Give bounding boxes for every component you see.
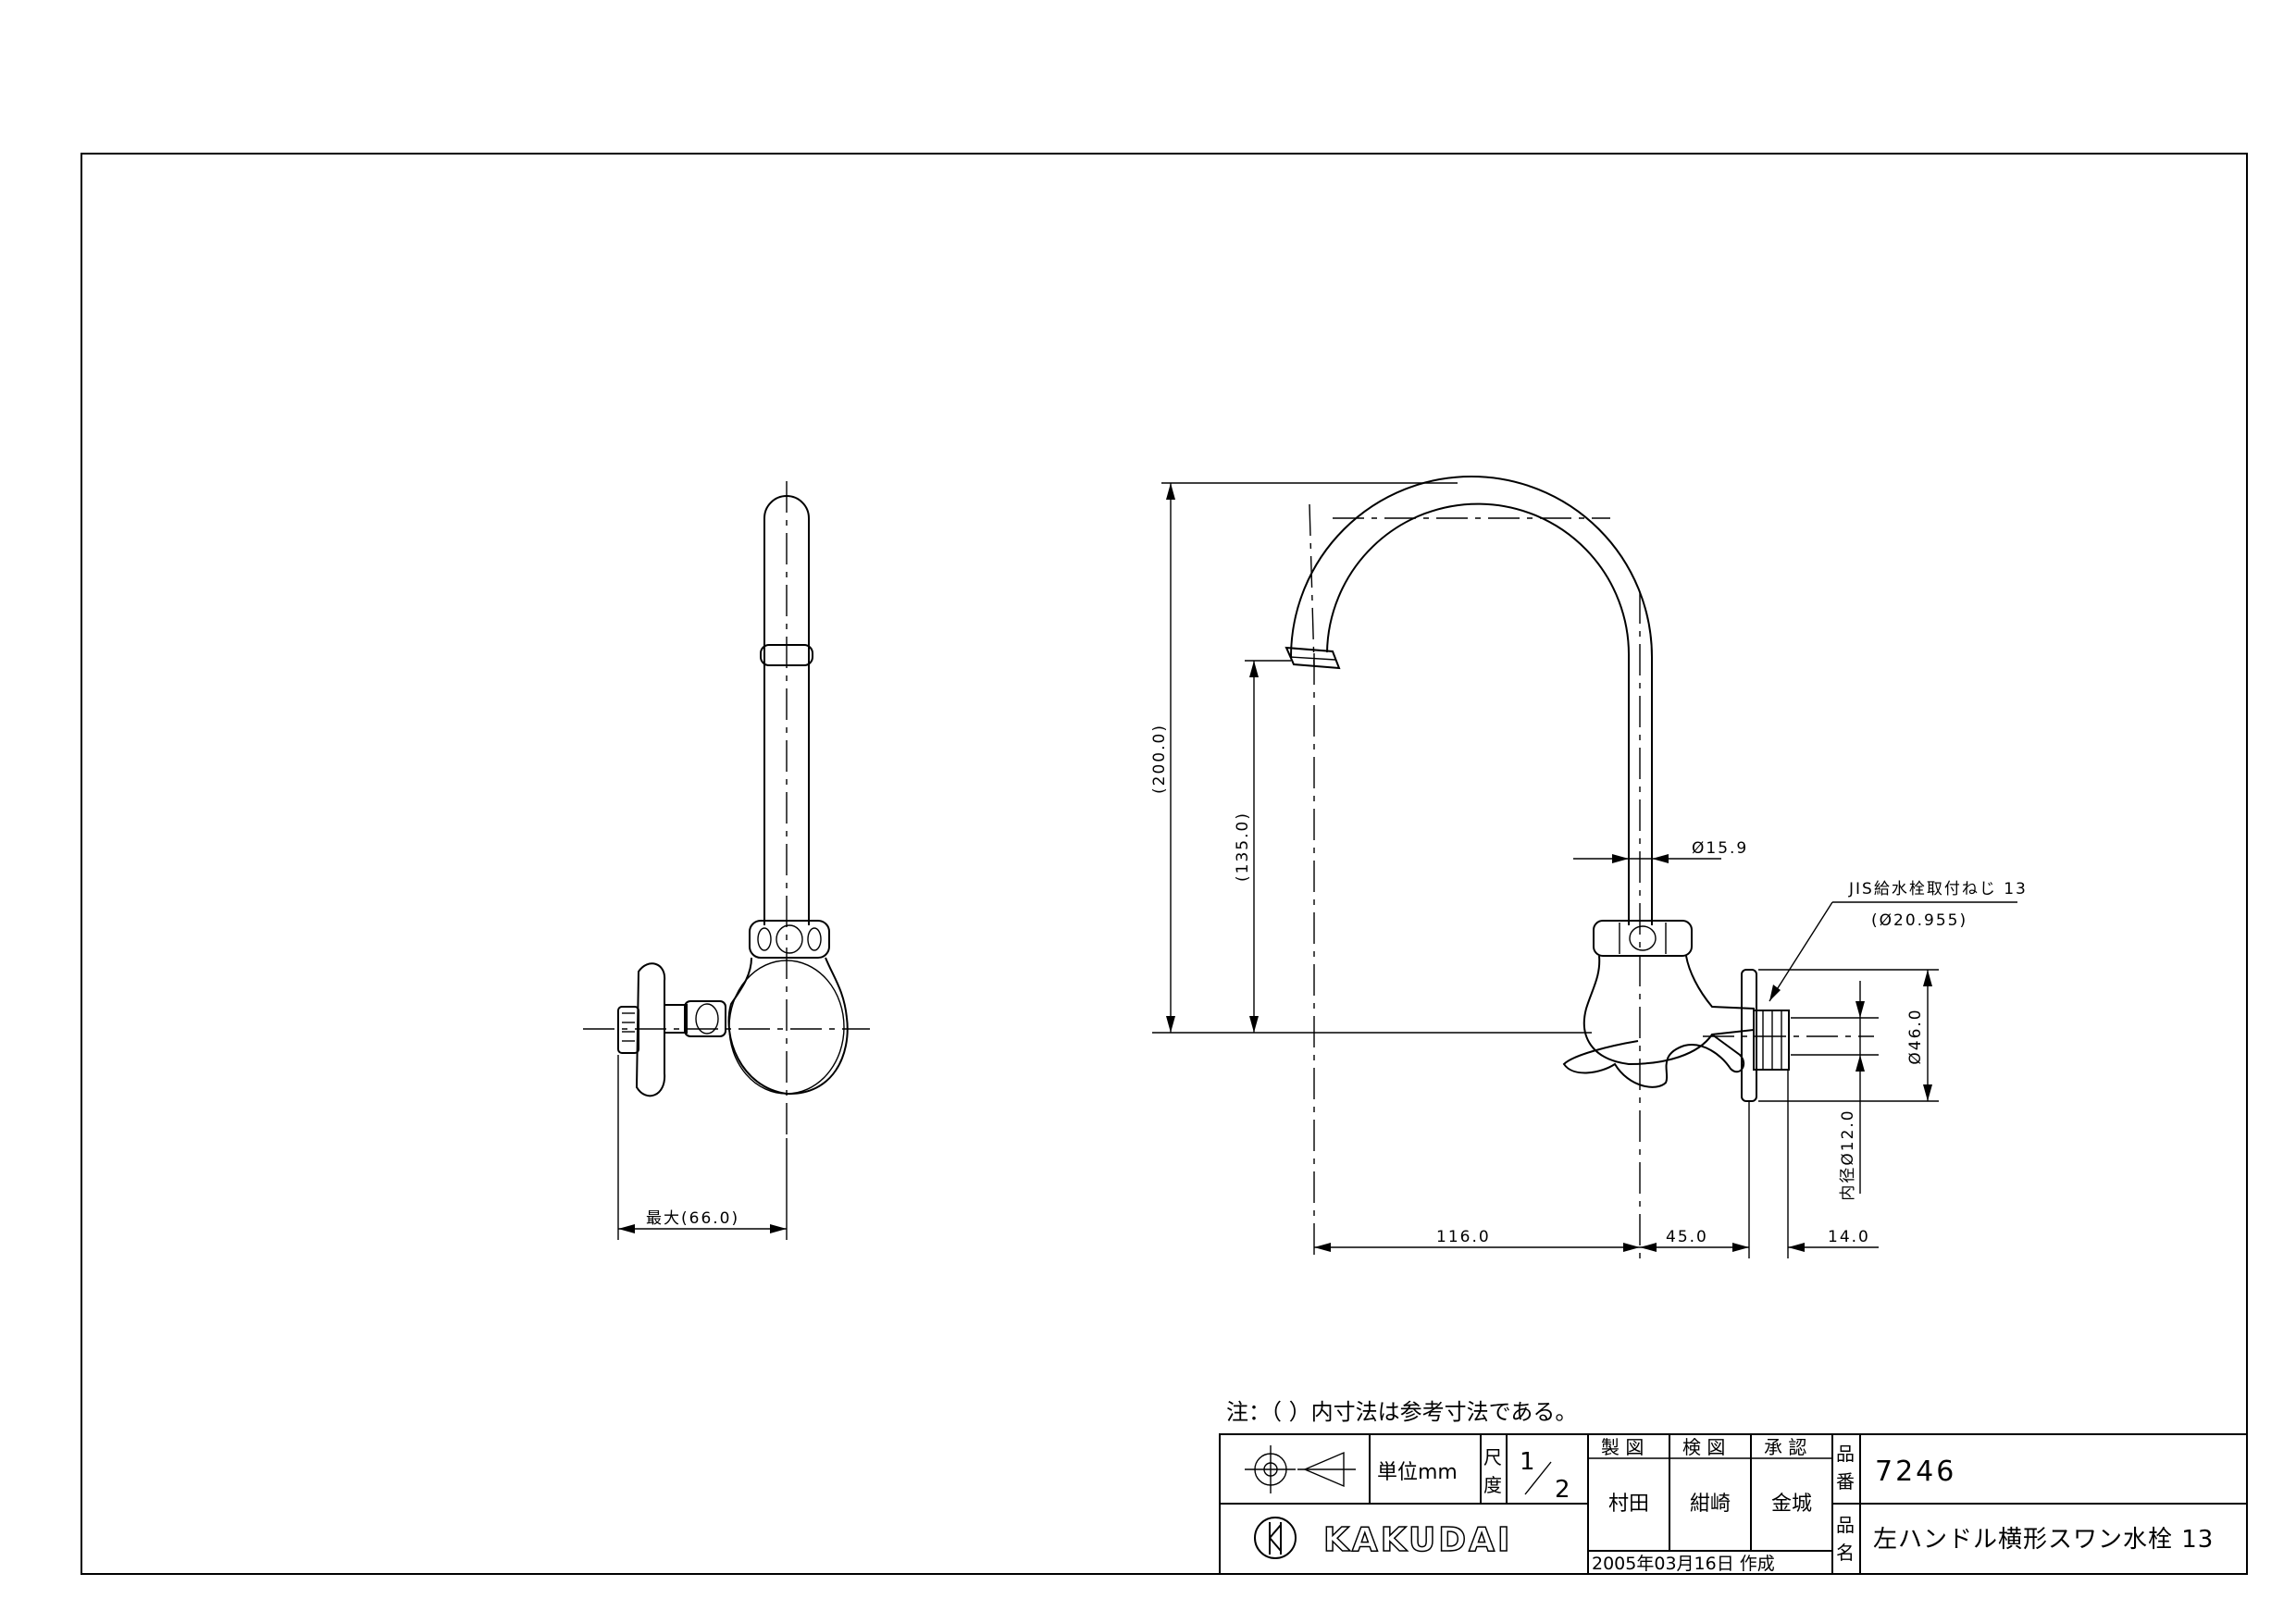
scale-denominator: 2 — [1555, 1476, 1570, 1504]
dim-14: 14.0 — [1828, 1228, 1870, 1246]
third-angle-projection-icon — [1245, 1445, 1356, 1493]
check-name: 紺崎 — [1690, 1493, 1731, 1516]
side-view: 最大(66.0) — [583, 481, 870, 1240]
front-view: (200.0) (135.0) Ø15.9 JIS給水栓取付ねじ 13 (Ø20… — [1150, 476, 2028, 1258]
made-label: 製 図 — [1601, 1436, 1644, 1458]
dim-height-total: (200.0) — [1150, 724, 1169, 794]
check-label: 検 図 — [1682, 1436, 1725, 1458]
part-name-label-2: 名 — [1836, 1542, 1855, 1564]
part-no-label-2: 番 — [1836, 1470, 1855, 1493]
title-block: 単位mm 尺 度 1 2 製 図 検 図 承 認 村田 紺崎 金城 2005年0… — [1219, 1433, 2248, 1575]
jis-dia: (Ø20.955) — [1871, 911, 1967, 930]
approve-label: 承 認 — [1764, 1436, 1806, 1458]
dim-flange-dia: Ø46.0 — [1906, 1008, 1925, 1064]
unit-label: 単位mm — [1377, 1461, 1458, 1484]
brand-logo-text: KAKUDAI — [1323, 1521, 1512, 1559]
dim-116: 116.0 — [1436, 1228, 1491, 1246]
part-name-label-1: 品 — [1836, 1514, 1855, 1536]
scale-label-1: 尺 — [1483, 1446, 1502, 1468]
drawing-note: 注：（ ）内寸法は参考寸法である。 — [1226, 1399, 1577, 1425]
dim-pipe-dia: Ø15.9 — [1692, 839, 1748, 858]
made-name: 村田 — [1608, 1493, 1649, 1516]
side-max-dim: 最大(66.0) — [646, 1209, 739, 1228]
scale-numerator: 1 — [1520, 1448, 1535, 1476]
jis-label: JIS給水栓取付ねじ 13 — [1848, 880, 2028, 898]
drawing-frame — [81, 153, 2248, 1575]
dim-45: 45.0 — [1666, 1228, 1708, 1246]
creation-date: 2005年03月16日 作成 — [1592, 1554, 1775, 1574]
scale-label-2: 度 — [1483, 1474, 1502, 1496]
part-no-label-1: 品 — [1836, 1443, 1855, 1465]
part-name: 左ハンドル横形スワン水栓 13 — [1873, 1526, 2214, 1554]
approve-name: 金城 — [1771, 1493, 1812, 1516]
dim-inner-dia: 内径Ø12.0 — [1839, 1109, 1857, 1200]
kakudai-logo-icon — [1254, 1517, 1297, 1559]
dim-height-spout: (135.0) — [1234, 812, 1252, 882]
part-number: 7246 — [1875, 1456, 1956, 1488]
